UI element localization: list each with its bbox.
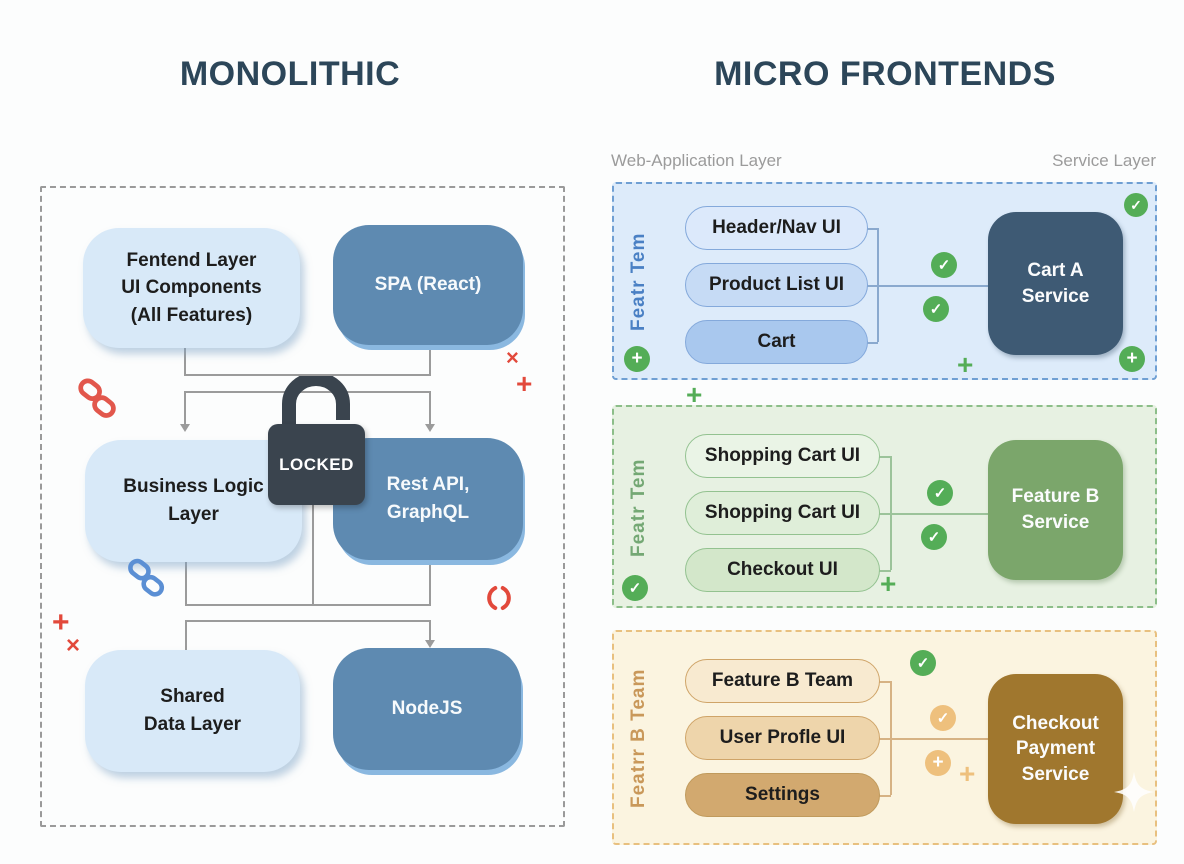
cart-a-service-box: Cart A Service <box>988 212 1123 355</box>
connector-line <box>184 348 186 375</box>
pill-shopping-cart-ui-2: Shopping Cart UI <box>685 491 880 535</box>
plus-icon: + <box>52 606 70 639</box>
connector-line <box>879 513 891 515</box>
plus-circle-icon: + <box>1119 346 1145 372</box>
check-icon: ✓ <box>931 252 957 278</box>
connector-line <box>879 456 891 458</box>
check-icon: ✓ <box>622 575 648 601</box>
connector-line <box>866 285 878 287</box>
connector-line <box>879 570 891 572</box>
pill-user-profile-ui: User Profle UI <box>685 716 880 760</box>
connector-line <box>866 342 878 344</box>
connector-line <box>184 391 431 393</box>
pill-shopping-cart-ui: Shopping Cart UI <box>685 434 880 478</box>
nodejs-box: NodeJS <box>333 648 521 770</box>
pill-cart: Cart <box>685 320 868 364</box>
plus-icon: + <box>516 368 533 399</box>
plus-icon: + <box>880 568 897 599</box>
cross-icon: × <box>66 632 81 659</box>
check-icon: ✓ <box>1124 193 1148 217</box>
pill-settings: Settings <box>685 773 880 817</box>
connector-line <box>879 795 891 797</box>
connector-line <box>890 738 988 740</box>
pill-header-nav-ui: Header/Nav UI <box>685 206 868 250</box>
plus-icon: + <box>686 379 703 410</box>
plus-icon: + <box>957 349 974 380</box>
connector-line <box>185 604 431 606</box>
feature-b-service-box: Feature B Service <box>988 440 1123 580</box>
connector-line <box>185 620 187 651</box>
connector-line <box>185 562 187 605</box>
pill-feature-b-team: Feature B Team <box>685 659 880 703</box>
connector-line <box>312 505 314 605</box>
sparkle-icon <box>1114 772 1154 817</box>
cross-icon: × <box>506 345 519 370</box>
broken-chain-icon <box>68 374 125 428</box>
business-logic-box: Business Logic Layer <box>85 440 302 562</box>
connector-line <box>429 560 431 605</box>
pill-product-list-ui: Product List UI <box>685 263 868 307</box>
arrow-down-icon <box>425 640 435 648</box>
connector-line <box>184 391 186 425</box>
connector-line <box>866 228 878 230</box>
plus-circle-icon: + <box>624 346 650 372</box>
connector-line <box>877 285 988 287</box>
check-icon: ✓ <box>927 480 953 506</box>
service-layer-label: Service Layer <box>1052 151 1156 170</box>
web-application-layer-label: Web-Application Layer <box>611 151 782 170</box>
plus-circle-icon: + <box>925 750 951 776</box>
spa-react-box: SPA (React) <box>333 225 523 345</box>
padlock-shackle-icon <box>279 372 355 430</box>
team-label: Featr Tem <box>628 458 649 558</box>
micro-frontends-title: MICRO FRONTENDS <box>714 55 1056 93</box>
feature-row-blue: Featr Tem Header/Nav UI Product List UI … <box>612 182 1157 380</box>
feature-row-green: Featr Tem Shopping Cart UI Shopping Cart… <box>612 405 1157 608</box>
chain-link-icon <box>118 554 173 606</box>
connector-line <box>879 681 891 683</box>
plus-icon: + <box>959 758 976 789</box>
connector-line <box>185 620 431 622</box>
check-icon: ✓ <box>930 705 956 731</box>
arrow-down-icon <box>425 424 435 432</box>
feature-row-orange: Featrr B Team Feature B Team User Profle… <box>612 630 1157 845</box>
monolith-frame <box>40 186 565 827</box>
check-icon: ✓ <box>921 524 947 550</box>
frontend-layer-box: Fentend Layer UI Components (All Feature… <box>83 228 300 348</box>
connector-line <box>879 738 891 740</box>
connector-line <box>890 513 988 515</box>
monolithic-title: MONOLITHIC <box>179 55 401 93</box>
check-icon: ✓ <box>923 296 949 322</box>
team-label: Featr Tem <box>628 232 649 332</box>
check-icon: ✓ <box>910 650 936 676</box>
sync-icon <box>484 583 514 618</box>
arrow-down-icon <box>180 424 190 432</box>
connector-line <box>429 345 431 375</box>
team-label: Featrr B Team <box>628 668 649 808</box>
shared-data-layer-box: Shared Data Layer <box>85 650 300 772</box>
pill-checkout-ui: Checkout UI <box>685 548 880 592</box>
connector-line <box>429 620 431 641</box>
connector-line <box>429 391 431 425</box>
connector-line <box>184 374 431 376</box>
checkout-payment-service-box: Checkout Payment Service <box>988 674 1123 824</box>
padlock-body-locked: LOCKED <box>268 424 365 505</box>
